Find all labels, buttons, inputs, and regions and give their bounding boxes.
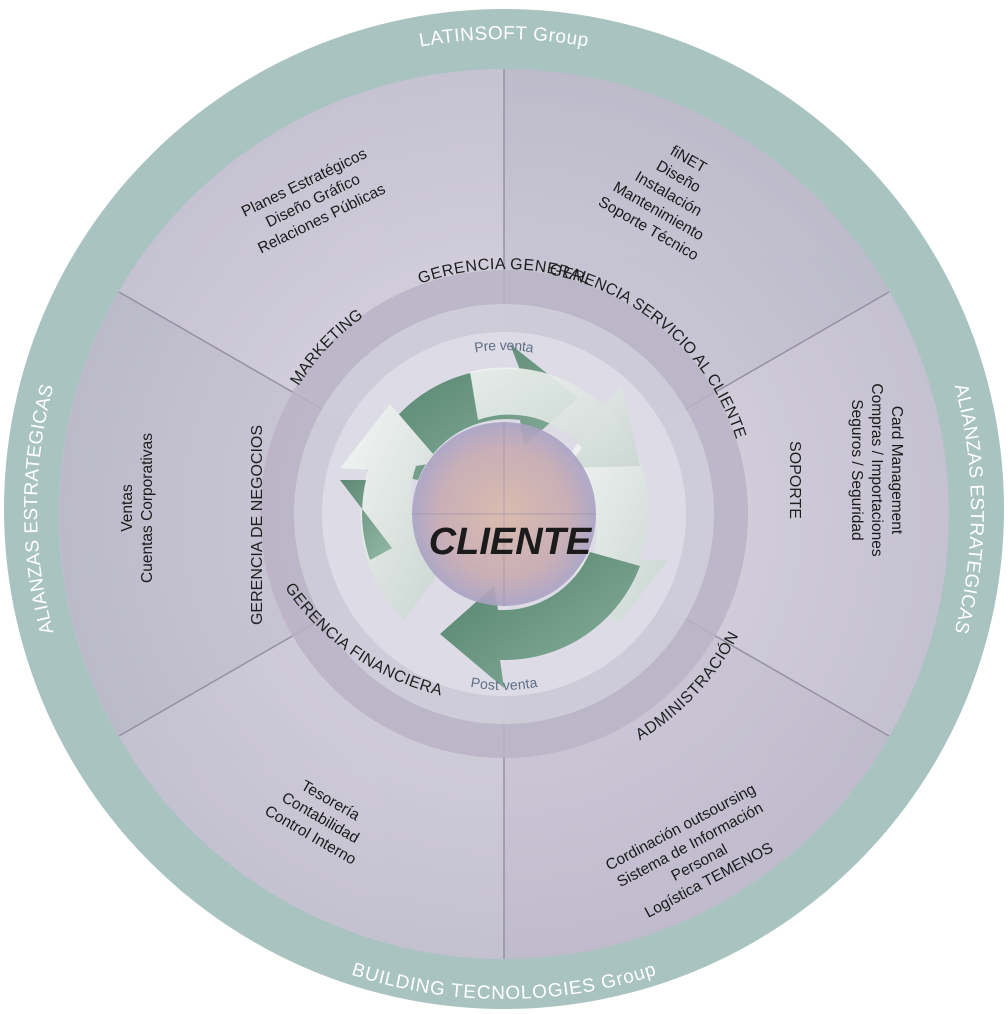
center-title: CLIENTE (429, 521, 593, 563)
items-soporte: Card Management Compras / Importaciones … (848, 383, 905, 556)
dept-negocios: GERENCIA DE NEGOCIOS (249, 425, 266, 625)
pre-venta-label: Pre venta (473, 337, 535, 356)
post-venta-label: Post venta (470, 674, 539, 693)
item-text: Seguros / Seguridad (848, 399, 865, 540)
dept-soporte: SOPORTE (786, 441, 803, 519)
cycle-arrows (340, 344, 668, 688)
item-text: Compras / Importaciones (868, 383, 885, 556)
item-text: Cuentas Corporativas (139, 433, 156, 583)
items-negocios: Ventas Cuentas Corporativas (119, 433, 156, 583)
item-text: Card Management (888, 406, 905, 535)
item-text: Ventas (119, 484, 136, 532)
